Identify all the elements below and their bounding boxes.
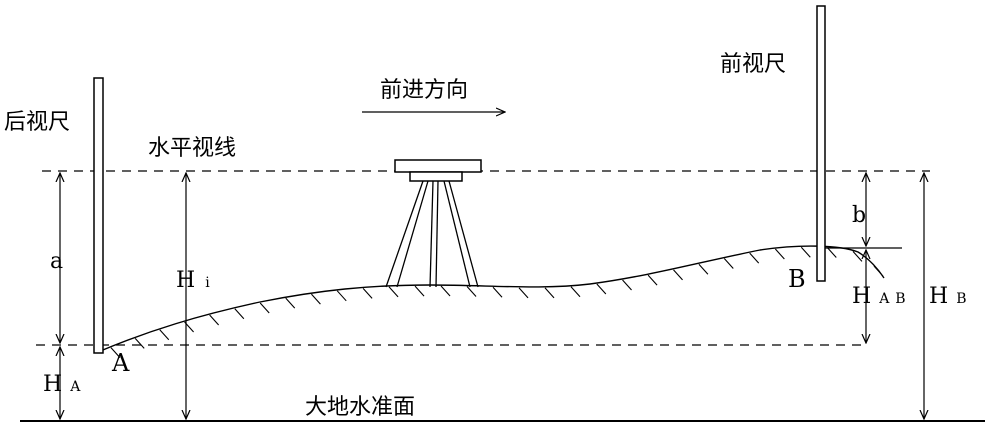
hatch-tick	[826, 247, 837, 258]
hatch-tick	[466, 286, 477, 297]
hatch-tick	[259, 302, 270, 314]
hatch-tick	[362, 288, 373, 299]
hatch-tick	[518, 287, 529, 299]
ground-hatching	[110, 246, 884, 359]
foresight-label: 前视尺	[720, 52, 786, 77]
hatch-tick	[723, 258, 734, 269]
hatch-tick	[209, 314, 220, 326]
ground-surface	[97, 245, 885, 353]
backsight-label: 后视尺	[4, 110, 70, 135]
height-a-sub: A	[69, 379, 86, 395]
hatch-tick	[134, 337, 145, 349]
height-ab-sub: AB	[878, 291, 911, 307]
hatch-tick	[774, 248, 785, 260]
reading-a-label: a	[50, 249, 63, 274]
hatch-tick	[647, 274, 658, 286]
hatch-tick	[570, 286, 581, 298]
height-b-sub: B	[956, 291, 972, 307]
hatch-tick	[110, 347, 121, 359]
height-a-main: H	[43, 372, 68, 397]
hatch-tick	[285, 297, 296, 309]
hatch-tick	[698, 263, 709, 275]
hatch-tick	[311, 293, 321, 305]
foresight-staff	[816, 5, 826, 282]
height-instrument-main: H	[176, 268, 201, 293]
level-instrument	[385, 159, 482, 288]
hatch-tick	[336, 290, 347, 302]
reading-b-label: b	[852, 203, 866, 228]
hatch-tick	[234, 308, 245, 320]
hatch-tick	[596, 283, 607, 295]
hatch-tick	[873, 265, 884, 277]
hatch-tick	[622, 279, 632, 291]
hatch-tick	[492, 286, 503, 298]
height-ab-main: H	[852, 284, 877, 309]
hatch-tick	[800, 246, 811, 258]
height-b-main: H	[929, 284, 954, 309]
hatch-tick	[414, 285, 425, 297]
line-of-sight-label: 水平视线	[148, 136, 236, 161]
datum-label: 大地水准面	[305, 395, 415, 420]
height-instrument-sub: i	[205, 275, 215, 291]
backsight-staff	[93, 77, 104, 354]
hatch-tick	[159, 329, 170, 341]
hatch-tick	[388, 286, 399, 298]
point-b-label: B	[788, 265, 806, 293]
direction-label: 前进方向	[380, 78, 468, 103]
hatch-tick	[673, 269, 683, 281]
hatch-tick	[749, 252, 760, 264]
hatch-tick	[544, 287, 555, 299]
hatch-tick	[852, 250, 863, 262]
hatch-tick	[440, 285, 451, 297]
point-a-label: A	[111, 349, 130, 377]
